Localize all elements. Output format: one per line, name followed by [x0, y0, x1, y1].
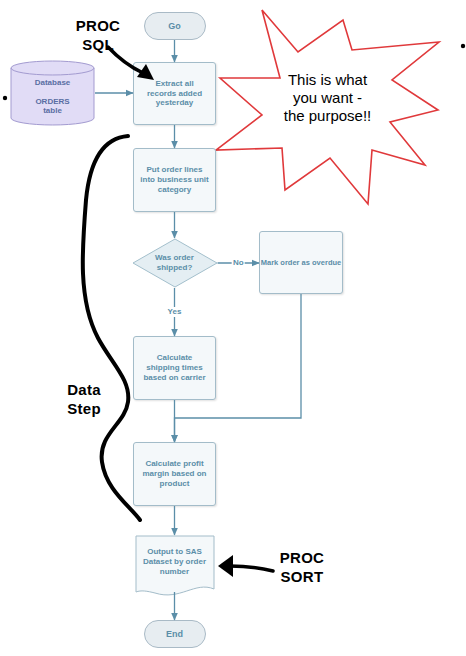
flow-connector [95, 92, 133, 93]
annotation-label: PROC SORT [272, 548, 332, 586]
bullet-dot [3, 96, 7, 100]
node-text: This is what you want - the purpose!! [283, 71, 373, 125]
edge-label: No [232, 258, 245, 268]
node-text: Put order lines into business unit categ… [140, 165, 210, 194]
flow-connector [174, 592, 175, 620]
bullet-dot [461, 44, 465, 48]
flow-connector [174, 506, 175, 535]
node-text: Extract all records added yesterday [143, 79, 207, 108]
edge-label: Yes [167, 307, 183, 317]
node-text: Database [28, 78, 78, 88]
process-box: Put order lines into business unit categ… [133, 148, 216, 212]
flow-connector [174, 400, 175, 442]
hand-arrow [230, 566, 273, 571]
annotation-label: PROC SQL [68, 16, 128, 54]
node-text: End [166, 629, 183, 640]
process-box: Extract all records added yesterday [133, 62, 216, 125]
decision-diamond: Was order shipped? [132, 238, 218, 288]
annotation-label: Data Step [56, 380, 112, 418]
document-shape: Output to SAS Dataset by order number [135, 535, 215, 597]
flow-connector [174, 212, 175, 238]
flow-connector [174, 125, 175, 148]
terminator-pill: End [144, 620, 206, 648]
callout-starburst: This is what you want - the purpose!! [215, 5, 440, 205]
document-path [136, 536, 214, 595]
node-text: Mark order as overdue [260, 258, 342, 267]
node-text: ORDERS table [28, 97, 78, 117]
cylinder-body [11, 61, 94, 125]
starburst-polygon [216, 10, 439, 204]
process-box: Calculate profit margin based on product [133, 442, 216, 506]
node-text: Calculate profit margin based on product [142, 459, 208, 488]
hand-bracket [83, 136, 140, 520]
process-box: Calculate shipping times based on carrie… [133, 336, 216, 400]
diamond-polygon [133, 239, 217, 287]
cylinder-outline [10, 60, 95, 126]
node-text: Was order shipped? [150, 253, 200, 273]
node-text: Calculate shipping times based on carrie… [142, 353, 208, 382]
terminator-pill: Go [144, 12, 206, 40]
database-cylinder: DatabaseORDERS table [10, 60, 95, 126]
node-text: Go [168, 21, 181, 32]
process-box: Mark order as overdue [259, 231, 343, 294]
flow-connector [174, 40, 175, 62]
hand-arrow-head [218, 555, 233, 577]
flow-connector [175, 294, 302, 442]
node-text: Output to SAS Dataset by order number [143, 547, 207, 576]
cylinder-rim [11, 68, 94, 75]
